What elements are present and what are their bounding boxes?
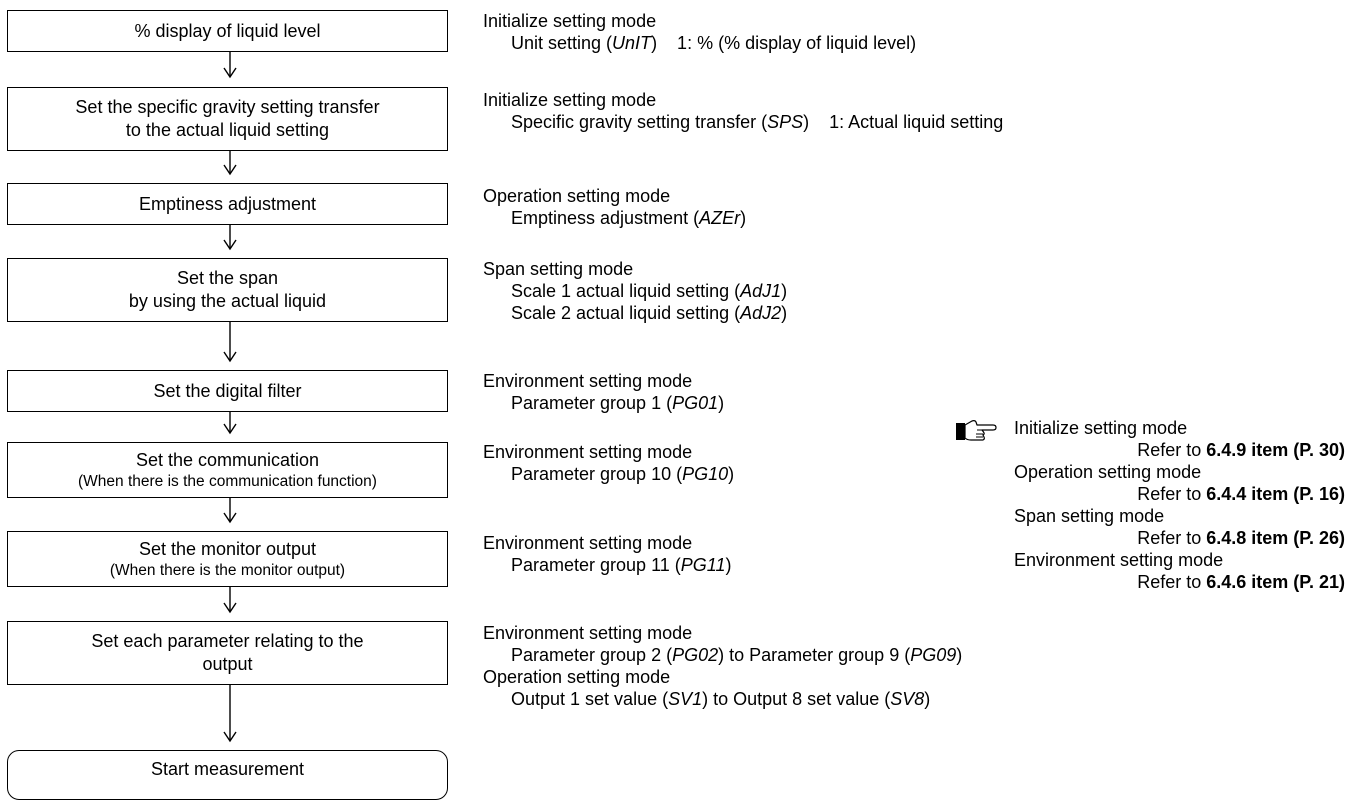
step-label: Set the digital filter bbox=[153, 380, 302, 401]
ref-item-link: 6.4.6 item (P. 21) bbox=[1206, 572, 1345, 592]
desc-detail: Parameter group 10 (PG10) bbox=[511, 464, 735, 484]
ref-item-link: 6.4.8 item (P. 26) bbox=[1206, 528, 1345, 548]
desc-detail: Parameter group 11 (PG11) bbox=[511, 555, 732, 575]
code-pg09: PG09 bbox=[910, 645, 957, 665]
step-label: Set the monitor output bbox=[138, 538, 317, 559]
step-box-span: Set the span by using the actual liquid bbox=[7, 258, 448, 322]
desc-mode: Environment setting mode bbox=[483, 371, 693, 391]
code-sv1: SV1 bbox=[668, 689, 703, 709]
desc-mode-2: Operation setting mode bbox=[483, 667, 671, 687]
desc-mode: Span setting mode bbox=[483, 259, 634, 279]
code-sps: SPS bbox=[767, 112, 804, 132]
step-label: Set the specific gravity setting transfe… bbox=[75, 97, 380, 117]
pointing-hand-icon bbox=[956, 420, 997, 441]
step-label-line2: by using the actual liquid bbox=[128, 291, 327, 311]
step-label: Emptiness adjustment bbox=[138, 193, 317, 214]
step-sublabel: (When there is the monitor output) bbox=[109, 561, 346, 579]
code-adj1: AdJ1 bbox=[740, 281, 782, 301]
arrow-5 bbox=[223, 412, 237, 435]
desc-output-parameters: Environment setting mode Parameter group… bbox=[483, 622, 962, 710]
step-label: Start measurement bbox=[150, 759, 305, 779]
step-label: Set the communication bbox=[135, 449, 320, 470]
ref-environment-item: Refer to 6.4.6 item (P. 21) bbox=[1137, 572, 1345, 592]
code-pg01: PG01 bbox=[672, 393, 719, 413]
step-label: Set each parameter relating to the bbox=[91, 631, 364, 651]
step-label: Set the span bbox=[176, 268, 279, 288]
desc-unit-setting: Initialize setting mode Unit setting (Un… bbox=[483, 10, 916, 54]
desc-mode: Environment setting mode bbox=[483, 623, 693, 643]
step-label-line2: output bbox=[202, 654, 253, 674]
ref-item-link: 6.4.4 item (P. 16) bbox=[1206, 484, 1345, 504]
desc-detail: Unit setting (UnIT) 1: % (% display of l… bbox=[511, 33, 917, 53]
desc-mode: Environment setting mode bbox=[483, 533, 693, 553]
desc-detail: Parameter group 1 (PG01) bbox=[511, 393, 725, 413]
step-box-specific-gravity: Set the specific gravity setting transfe… bbox=[7, 87, 448, 151]
ref-initialize-mode: Initialize setting mode bbox=[1014, 418, 1188, 438]
arrow-1 bbox=[223, 52, 237, 79]
ref-span-item: Refer to 6.4.8 item (P. 26) bbox=[1137, 528, 1345, 548]
code-azer: AZEr bbox=[699, 208, 741, 228]
desc-mode: Initialize setting mode bbox=[483, 11, 657, 31]
desc-detail-2: Output 1 set value (SV1) to Output 8 set… bbox=[511, 689, 931, 709]
desc-monitor-output: Environment setting mode Parameter group… bbox=[483, 532, 731, 576]
ref-item-link: 6.4.9 item (P. 30) bbox=[1206, 440, 1345, 460]
code-pg10: PG10 bbox=[682, 464, 729, 484]
code-adj2: AdJ2 bbox=[740, 303, 782, 323]
step-box-communication: Set the communication (When there is the… bbox=[7, 442, 448, 498]
arrow-3 bbox=[223, 225, 237, 251]
desc-emptiness: Operation setting mode Emptiness adjustm… bbox=[483, 185, 746, 229]
ref-operation-mode: Operation setting mode bbox=[1014, 462, 1202, 482]
desc-digital-filter: Environment setting mode Parameter group… bbox=[483, 370, 724, 414]
arrow-2 bbox=[223, 151, 237, 176]
code-sv8: SV8 bbox=[890, 689, 925, 709]
desc-mode: Initialize setting mode bbox=[483, 90, 657, 110]
desc-detail-2: Scale 2 actual liquid setting (AdJ2) bbox=[511, 303, 788, 323]
ref-initialize-item: Refer to 6.4.9 item (P. 30) bbox=[1137, 440, 1345, 460]
step-box-monitor-output: Set the monitor output (When there is th… bbox=[7, 531, 448, 587]
ref-span-mode: Span setting mode bbox=[1014, 506, 1165, 526]
desc-span: Span setting mode Scale 1 actual liquid … bbox=[483, 258, 787, 324]
desc-specific-gravity: Initialize setting mode Specific gravity… bbox=[483, 89, 1003, 133]
step-box-unit: % display of liquid level bbox=[7, 10, 448, 52]
desc-mode: Operation setting mode bbox=[483, 186, 671, 206]
desc-detail-1: Scale 1 actual liquid setting (AdJ1) bbox=[511, 281, 788, 301]
step-box-emptiness: Emptiness adjustment bbox=[7, 183, 448, 225]
step-label: % display of liquid level bbox=[134, 20, 321, 41]
step-box-output-parameters: Set each parameter relating to the outpu… bbox=[7, 621, 448, 685]
desc-communication: Environment setting mode Parameter group… bbox=[483, 441, 734, 485]
desc-mode: Environment setting mode bbox=[483, 442, 693, 462]
step-sublabel: (When there is the communication functio… bbox=[78, 472, 377, 490]
step-label-line2: to the actual liquid setting bbox=[125, 120, 330, 140]
code-pg11: PG11 bbox=[680, 555, 726, 575]
arrow-7 bbox=[223, 587, 237, 614]
desc-detail: Emptiness adjustment (AZEr) bbox=[511, 208, 747, 228]
ref-operation-item: Refer to 6.4.4 item (P. 16) bbox=[1137, 484, 1345, 504]
step-box-digital-filter: Set the digital filter bbox=[7, 370, 448, 412]
arrow-6 bbox=[223, 498, 237, 524]
ref-environment-mode: Environment setting mode bbox=[1014, 550, 1224, 570]
arrow-8 bbox=[223, 685, 237, 743]
code-unit: UnIT bbox=[612, 33, 652, 53]
code-pg02: PG02 bbox=[672, 645, 719, 665]
desc-detail: Specific gravity setting transfer (SPS) … bbox=[511, 112, 1004, 132]
desc-detail-1: Parameter group 2 (PG02) to Parameter gr… bbox=[511, 645, 963, 665]
arrow-4 bbox=[223, 322, 237, 363]
step-terminal-start: Start measurement bbox=[7, 750, 448, 800]
